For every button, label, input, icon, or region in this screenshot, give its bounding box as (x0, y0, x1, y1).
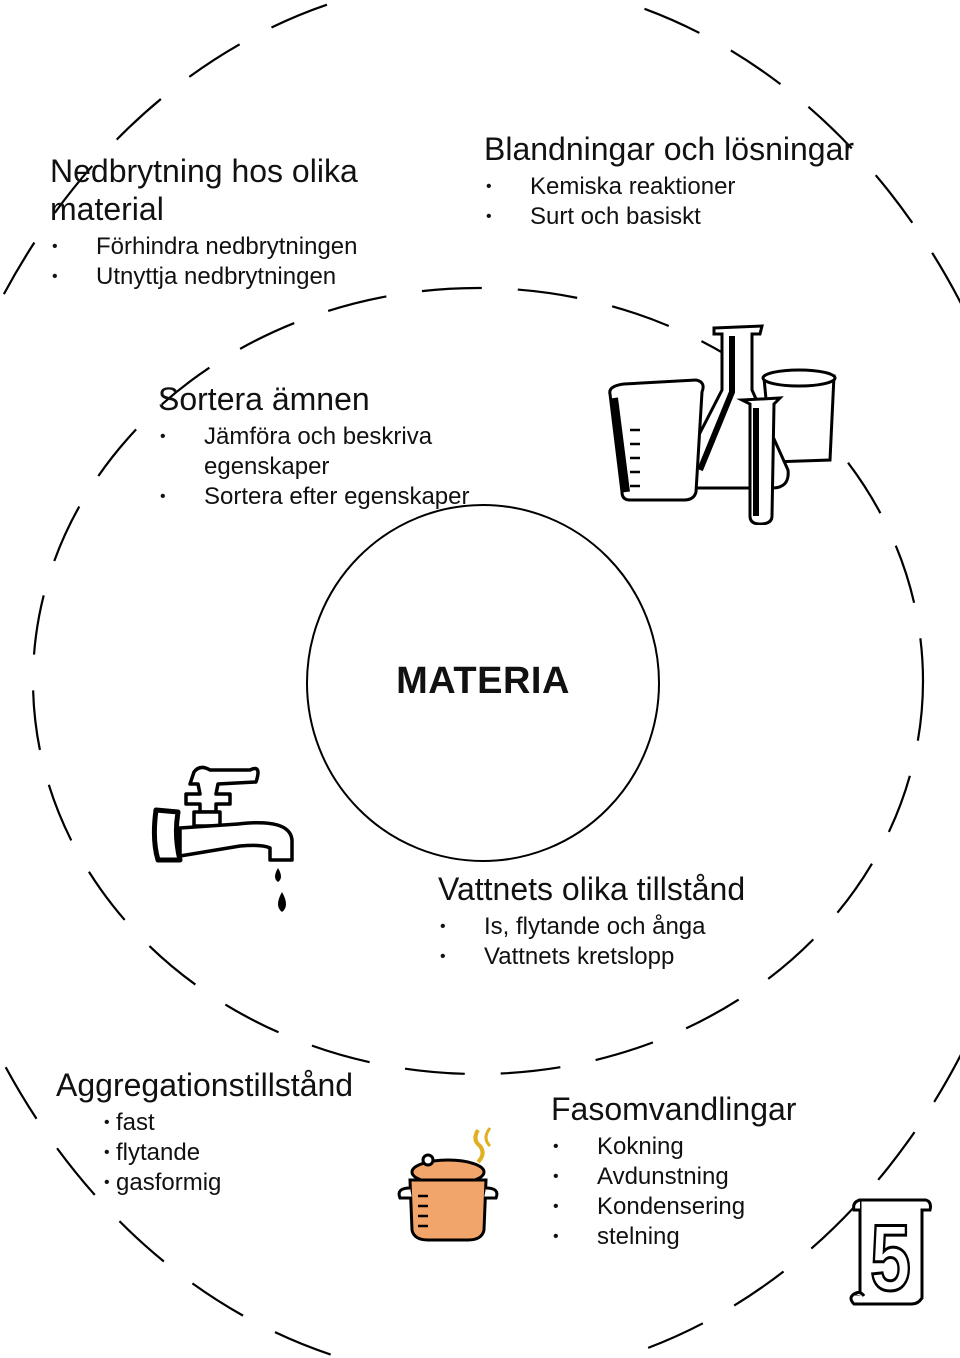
page-number-scroll-icon: 5 (849, 1198, 932, 1306)
list-item: gasformig (104, 1168, 386, 1198)
list-item: Utnyttja nedbrytningen (50, 262, 380, 292)
topic-phase-changes: Fasomvandlingar Kokning Avdunstning Kond… (551, 1090, 841, 1252)
water-tap-icon (151, 765, 294, 912)
list-item: stelning (551, 1222, 841, 1252)
list-item: Jämföra och beskriva egenskaper (158, 422, 454, 482)
list-item: Förhindra nedbrytningen (50, 232, 380, 262)
list-item: Kemiska reaktioner (484, 172, 904, 202)
topic-heading: Sortera ämnen (158, 381, 370, 417)
cooking-pot-icon (397, 1127, 499, 1242)
topic-heading: Aggregationstillstånd (56, 1067, 354, 1103)
list-item: Sortera efter egenskaper (158, 482, 498, 512)
topic-list: Is, flytande och ånga Vattnets kretslopp (438, 912, 818, 972)
topic-aggregation: Aggregationstillstånd fast flytande gasf… (56, 1066, 386, 1198)
topic-mixtures: Blandningar och lösningar Kemiska reakti… (484, 130, 904, 232)
list-item: Kondensering (551, 1192, 841, 1222)
topic-water-states: Vattnets olika tillstånd Is, flytande oc… (438, 870, 818, 972)
list-item: flytande (104, 1138, 386, 1168)
topic-heading: Fasomvandlingar (551, 1091, 797, 1127)
list-item: Kokning (551, 1132, 841, 1162)
list-item: Is, flytande och ånga (438, 912, 818, 942)
topic-list: fast flytande gasformig (104, 1108, 386, 1198)
lab-glassware-icon (608, 324, 837, 525)
list-item: Surt och basiskt (484, 202, 904, 232)
topic-list: Jämföra och beskriva egenskaper Sortera … (158, 422, 498, 512)
topic-list: Förhindra nedbrytningen Utnyttja nedbryt… (50, 232, 380, 292)
topic-sorting: Sortera ämnen Jämföra och beskriva egens… (158, 380, 498, 512)
middle-dashed-ring (31, 286, 925, 1076)
topic-heading: Blandningar och lösningar (484, 131, 855, 167)
page-number: 5 (870, 1205, 911, 1306)
topic-list: Kokning Avdunstning Kondensering stelnin… (551, 1132, 841, 1252)
topic-heading: Vattnets olika tillstånd (438, 871, 746, 907)
center-label: MATERIA (396, 660, 570, 702)
topic-decomposition: Nedbrytning hos olika material Förhindra… (50, 152, 380, 292)
list-item: Avdunstning (551, 1162, 841, 1192)
list-item: fast (104, 1108, 386, 1138)
topic-list: Kemiska reaktioner Surt och basiskt (484, 172, 904, 232)
list-item: Vattnets kretslopp (438, 942, 818, 972)
topic-heading: Nedbrytning hos olika material (50, 153, 358, 227)
